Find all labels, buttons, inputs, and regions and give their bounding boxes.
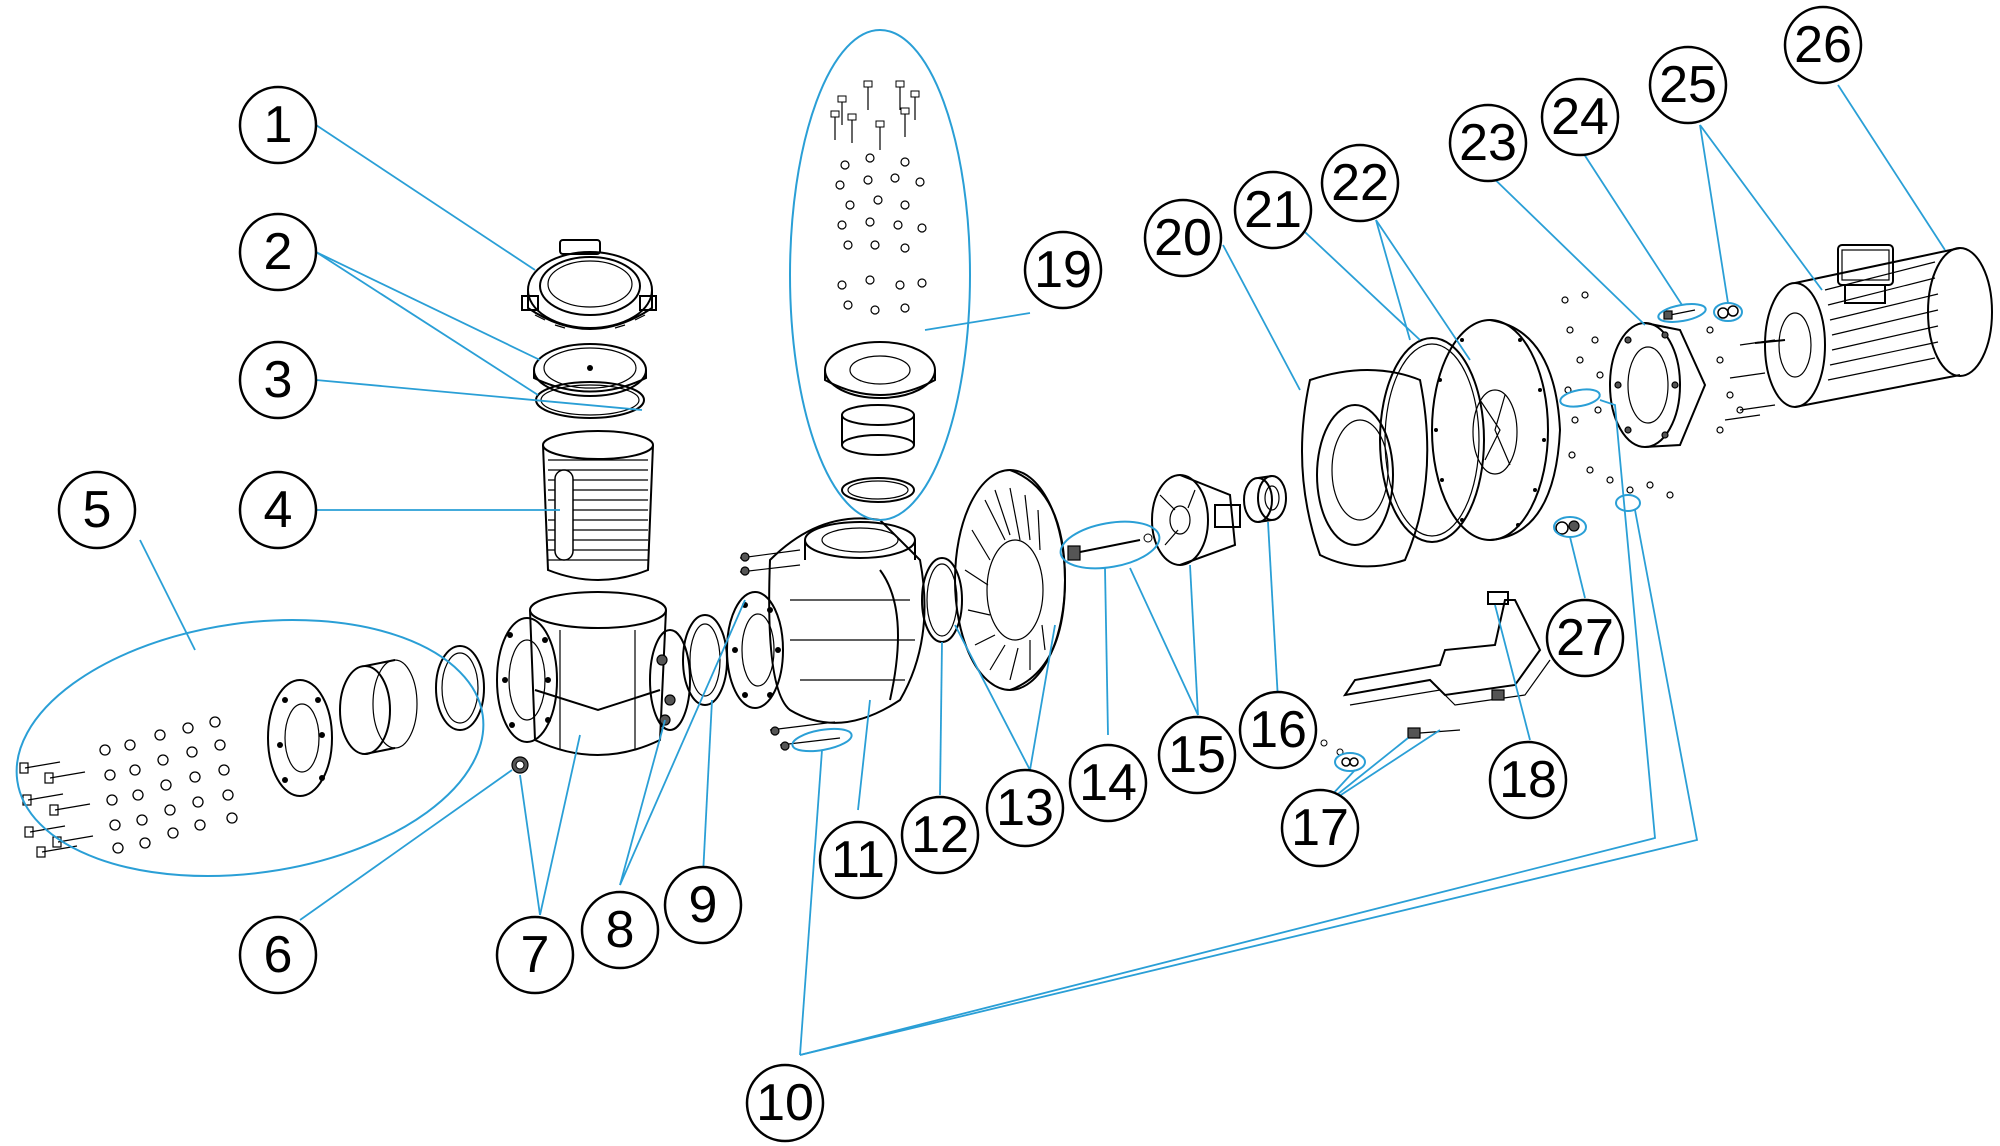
callout-18: 18	[1488, 740, 1568, 820]
callout-23: 23	[1448, 103, 1528, 183]
callout-21: 21	[1233, 170, 1313, 250]
part-impeller	[1151, 474, 1241, 566]
callout-10: 10	[745, 1063, 825, 1143]
callout-9-number: 9	[689, 876, 718, 934]
callout-20: 20	[1143, 198, 1223, 278]
callout-17: 17	[1280, 788, 1360, 868]
callout-4: 4	[238, 470, 318, 550]
part-support-hardware	[1320, 739, 1359, 767]
callout-11-number: 11	[831, 831, 885, 889]
callout-22-number: 22	[1331, 154, 1389, 212]
part-lid-ring	[521, 239, 657, 330]
part-washers-25	[1717, 305, 1739, 319]
part-bolts-motor	[1724, 339, 1776, 421]
part-screws-24	[1663, 309, 1696, 320]
callout-7-number: 7	[521, 926, 550, 984]
callout-22: 22	[1320, 143, 1400, 223]
callout-16: 16	[1238, 690, 1318, 770]
callout-1: 1	[238, 85, 318, 165]
group-10c-oval	[1615, 494, 1641, 512]
callouts: 1 2 3 4 5 6 7 8 9 10 11 12 13 14 15 16 1…	[57, 5, 1863, 1143]
callout-6-number: 6	[264, 926, 293, 984]
callout-15-number: 15	[1168, 726, 1226, 784]
part-mechanical-seal	[1243, 475, 1287, 523]
callout-21-number: 21	[1244, 181, 1302, 239]
callout-25-number: 25	[1659, 56, 1717, 114]
callout-2-number: 2	[264, 223, 293, 281]
callout-11: 11	[818, 820, 898, 900]
part-large-oring	[1379, 337, 1485, 543]
part-motor-support	[1342, 591, 1551, 739]
callout-19: 19	[1023, 230, 1103, 310]
callout-25: 25	[1648, 45, 1728, 125]
callout-7: 7	[495, 915, 575, 995]
callout-26: 26	[1783, 5, 1863, 85]
group-10-oval	[791, 727, 853, 753]
part-back-plate	[1431, 319, 1562, 541]
callout-20-number: 20	[1154, 209, 1212, 267]
callout-5-number: 5	[83, 481, 112, 539]
part-seal-housing	[1301, 369, 1429, 568]
callout-12-number: 12	[911, 806, 969, 864]
callout-8: 8	[580, 890, 660, 970]
callout-13-number: 13	[996, 779, 1054, 837]
group-5-ellipse	[15, 618, 485, 878]
part-lid-cover	[533, 343, 647, 397]
part-adapter-hardware	[1561, 291, 1744, 499]
group-14-oval	[1059, 520, 1161, 570]
callout-24: 24	[1540, 77, 1620, 157]
callout-1-number: 1	[264, 96, 293, 154]
callout-14-number: 14	[1079, 754, 1137, 812]
callout-2: 2	[238, 212, 318, 292]
part-volute-housing	[739, 517, 926, 751]
callout-4-number: 4	[264, 481, 293, 539]
part-diffuser	[954, 469, 1067, 691]
group-17-oval	[1334, 752, 1366, 772]
group-24-oval	[1657, 303, 1707, 323]
part-intermediate-flange	[726, 591, 784, 709]
callout-19-number: 19	[1034, 241, 1092, 299]
group-10b-oval	[1559, 388, 1601, 408]
callout-23-number: 23	[1459, 114, 1517, 172]
callout-27-number: 27	[1556, 609, 1614, 667]
leader-lines	[139, 84, 1946, 1056]
callout-24-number: 24	[1551, 88, 1609, 146]
part-impeller-bolt	[1067, 533, 1153, 561]
part-pump-pot	[496, 591, 691, 774]
callout-3: 3	[238, 340, 318, 420]
part-flange-kit	[19, 645, 485, 858]
callout-5: 5	[57, 470, 137, 550]
callout-27: 27	[1545, 598, 1625, 678]
part-motor	[1754, 244, 1993, 408]
part-outlet-flange-kit	[824, 80, 936, 503]
callout-13: 13	[985, 768, 1065, 848]
callout-26-number: 26	[1794, 16, 1852, 74]
callout-16-number: 16	[1249, 701, 1307, 759]
callout-18-number: 18	[1499, 751, 1557, 809]
callout-12: 12	[900, 795, 980, 875]
callout-15: 15	[1157, 715, 1237, 795]
callout-9: 9	[663, 865, 743, 945]
callout-14: 14	[1068, 743, 1148, 823]
part-strainer-basket	[542, 430, 654, 581]
callout-3-number: 3	[264, 351, 293, 409]
part-27-washer-nut	[1555, 520, 1580, 535]
callout-17-number: 17	[1291, 799, 1349, 857]
callout-6: 6	[238, 915, 318, 995]
part-lantern-adapter	[1609, 322, 1707, 448]
callout-10-number: 10	[756, 1074, 814, 1132]
group-19-ellipse	[789, 29, 971, 521]
callout-8-number: 8	[606, 901, 635, 959]
